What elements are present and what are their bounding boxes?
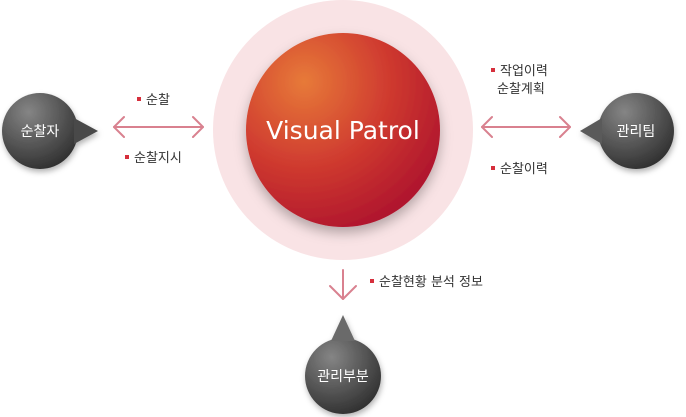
right-upper-label-line1: 작업이력 [500, 64, 548, 79]
right-double-arrow [481, 116, 571, 138]
bullet-icon [491, 166, 495, 170]
down-arrow [329, 269, 357, 300]
left-double-arrow [113, 116, 204, 138]
bullet-icon [370, 279, 374, 283]
center-label: Visual Patrol [266, 116, 420, 145]
bullet-icon [137, 97, 141, 101]
left-upper-label: 순찰 [146, 93, 170, 108]
bottom-label: 순찰현황 분석 정보 [379, 275, 483, 290]
left-lower-label: 순찰지시 [134, 151, 182, 166]
management-dept-label: 관리부분 [317, 369, 369, 385]
right-upper-label-line2: 순찰계획 [497, 82, 545, 97]
management-team-label: 관리팀 [617, 124, 656, 140]
patroller-label: 순찰자 [21, 124, 60, 140]
center-node[interactable] [246, 33, 440, 227]
right-lower-label: 순찰이력 [500, 162, 548, 177]
bullet-icon [491, 68, 495, 72]
management-dept-node[interactable] [305, 315, 381, 414]
management-team-node[interactable] [580, 93, 674, 169]
patroller-node[interactable] [2, 93, 98, 169]
bullet-icon [125, 155, 129, 159]
